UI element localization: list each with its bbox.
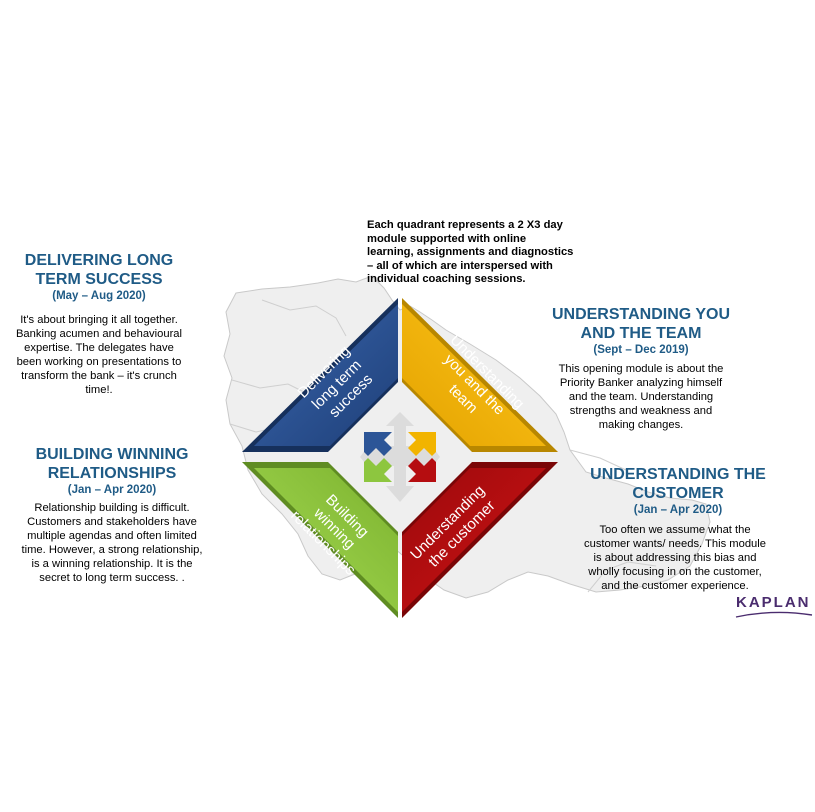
body-line: Relationship building is difficult. bbox=[34, 502, 190, 514]
section-body: This opening module is about the Priorit… bbox=[540, 362, 742, 432]
body-line: time. However, a strong relationship, bbox=[21, 544, 203, 556]
center-arrows bbox=[360, 412, 440, 502]
body-line: is a winning relationship. It is the bbox=[31, 558, 193, 570]
section-building: BUILDING WINNING RELATIONSHIPS (Jan – Ap… bbox=[6, 445, 218, 585]
body-line: been working on presentations to bbox=[16, 356, 182, 368]
body-line: customer wants/ needs. This module bbox=[584, 538, 766, 550]
section-title: UNDERSTANDING YOU AND THE TEAM bbox=[540, 305, 742, 343]
section-date: (Jan – Apr 2020) bbox=[67, 484, 157, 496]
intro-line: module supported with online bbox=[367, 232, 527, 245]
arrow-up-left-icon bbox=[364, 432, 392, 456]
title-line: TERM SUCCESS bbox=[35, 271, 163, 288]
body-line: Priority Banker analyzing himself bbox=[559, 377, 723, 389]
body-line: This opening module is about the bbox=[558, 363, 724, 375]
body-line: and the team. Understanding bbox=[568, 391, 714, 403]
section-understanding-you: UNDERSTANDING YOU AND THE TEAM (Sept – D… bbox=[540, 305, 742, 432]
arrow-down-right-icon bbox=[408, 458, 436, 482]
section-title: DELIVERING LONG TERM SUCCESS bbox=[4, 251, 194, 289]
body-line: time!. bbox=[85, 384, 113, 396]
kaplan-logo: KAPLAN bbox=[736, 594, 811, 611]
quadrant-top-left[interactable] bbox=[254, 304, 398, 446]
body-line: Customers and stakeholders have bbox=[27, 516, 197, 528]
section-body: Relationship building is difficult. Cust… bbox=[6, 501, 218, 585]
body-line: multiple agendas and often limited bbox=[27, 530, 197, 542]
body-line: making changes. bbox=[598, 419, 684, 431]
body-line: Too often we assume what the bbox=[599, 524, 751, 536]
section-title: BUILDING WINNING RELATIONSHIPS bbox=[6, 445, 218, 483]
body-line: Banking acumen and behavioural bbox=[15, 328, 183, 340]
arrow-down-left-icon bbox=[364, 458, 392, 482]
title-line: RELATIONSHIPS bbox=[47, 465, 177, 482]
body-line: expertise. The delegates have bbox=[24, 342, 174, 354]
title-line: UNDERSTANDING THE bbox=[590, 466, 766, 483]
title-line: DELIVERING LONG bbox=[24, 252, 174, 269]
section-title: UNDERSTANDING THE CUSTOMER bbox=[571, 465, 785, 503]
section-delivering: DELIVERING LONG TERM SUCCESS (May – Aug … bbox=[4, 251, 194, 397]
body-line: and the customer experience. bbox=[601, 580, 749, 592]
quadrant-bottom-right[interactable] bbox=[402, 468, 546, 612]
logo-text: KAPLAN bbox=[736, 594, 811, 611]
intro-line: individual coaching sessions. bbox=[367, 273, 526, 286]
logo-swoosh-icon bbox=[735, 611, 813, 618]
quadrant-top-right[interactable] bbox=[402, 304, 546, 446]
body-line: secret to long term success. . bbox=[39, 572, 185, 584]
body-line: transform the bank – it's crunch bbox=[21, 370, 177, 382]
arrow-center-cross bbox=[360, 412, 440, 502]
body-line: strengths and weakness and bbox=[569, 405, 713, 417]
body-line: It's about bringing it all together. bbox=[20, 314, 178, 326]
title-line: AND THE TEAM bbox=[580, 325, 702, 342]
section-body: It's about bringing it all together. Ban… bbox=[4, 313, 194, 397]
section-understanding-customer-body: Too often we assume what the customer wa… bbox=[566, 523, 784, 593]
section-date: (May – Aug 2020) bbox=[52, 290, 146, 302]
body-line: is about addressing this bias and bbox=[593, 552, 757, 564]
title-line: UNDERSTANDING YOU bbox=[551, 306, 731, 323]
quadrant-bottom-left[interactable] bbox=[254, 468, 398, 612]
body-line: wholly focusing in on the customer, bbox=[588, 566, 762, 578]
title-line: CUSTOMER bbox=[632, 485, 724, 502]
arrow-up-right-icon bbox=[408, 432, 436, 456]
section-understanding-customer: UNDERSTANDING THE CUSTOMER (Jan – Apr 20… bbox=[571, 465, 785, 518]
title-line: BUILDING WINNING bbox=[35, 446, 189, 463]
section-date: (Sept – Dec 2019) bbox=[593, 344, 689, 356]
intro-line: Each quadrant represents a 2 X3 day bbox=[367, 219, 563, 231]
intro-line: learning, assignments and diagnostics bbox=[367, 246, 574, 259]
section-date: (Jan – Apr 2020) bbox=[633, 504, 723, 516]
intro-text: Each quadrant represents a 2 X3 day modu… bbox=[367, 219, 597, 287]
intro-line: – all of which are interspersed with bbox=[367, 259, 553, 272]
